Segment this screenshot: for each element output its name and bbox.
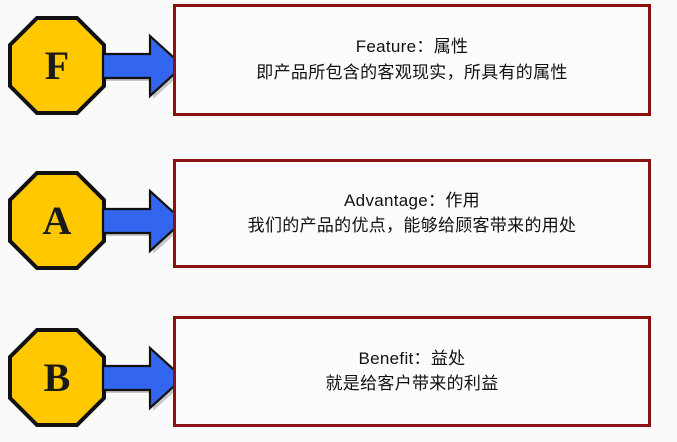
box-title: Advantage：作用: [344, 190, 480, 210]
text-box-advantage: Advantage：作用 我们的产品的优点，能够给顾客带来的用处: [173, 159, 651, 268]
fab-row-advantage: A Advantage：作用 我们的产品的优点，能够给顾客带来的用处: [0, 155, 677, 285]
box-title: Feature：属性: [355, 37, 469, 57]
arrow-feature: [100, 33, 186, 99]
box-description: 就是给客户带来的利益: [325, 374, 499, 393]
arrow-benefit: [100, 345, 186, 411]
box-description: 我们的产品的优点，能够给顾客带来的用处: [247, 216, 577, 235]
octagon-letter: F: [45, 43, 69, 88]
text-box-benefit: Benefit：益处 就是给客户带来的利益: [173, 316, 651, 427]
octagon-letter: B: [44, 355, 71, 400]
box-title: Benefit：益处: [358, 348, 466, 368]
fab-row-benefit: B Benefit：益处 就是给客户带来的利益: [0, 312, 677, 442]
octagon-shape: F: [8, 16, 106, 115]
octagon-letter: A: [43, 198, 72, 243]
text-box-feature: Feature：属性 即产品所包含的客观现实，所具有的属性: [173, 4, 651, 116]
octagon-badge-advantage[interactable]: A: [8, 171, 106, 270]
arrow-advantage: [100, 188, 186, 254]
right-arrow-icon: [101, 188, 186, 254]
right-arrow-icon: [101, 345, 186, 411]
box-description: 即产品所包含的客观现实，所具有的属性: [256, 62, 568, 82]
octagon-badge-benefit[interactable]: B: [8, 328, 106, 427]
fab-row-feature: F Feature：属性 即产品所包含的客观现实，所具有的属性: [0, 0, 677, 130]
octagon-shape: B: [8, 328, 106, 427]
octagon-shape: A: [8, 171, 106, 270]
octagon-badge-feature[interactable]: F: [8, 16, 106, 115]
right-arrow-icon: [101, 33, 186, 99]
